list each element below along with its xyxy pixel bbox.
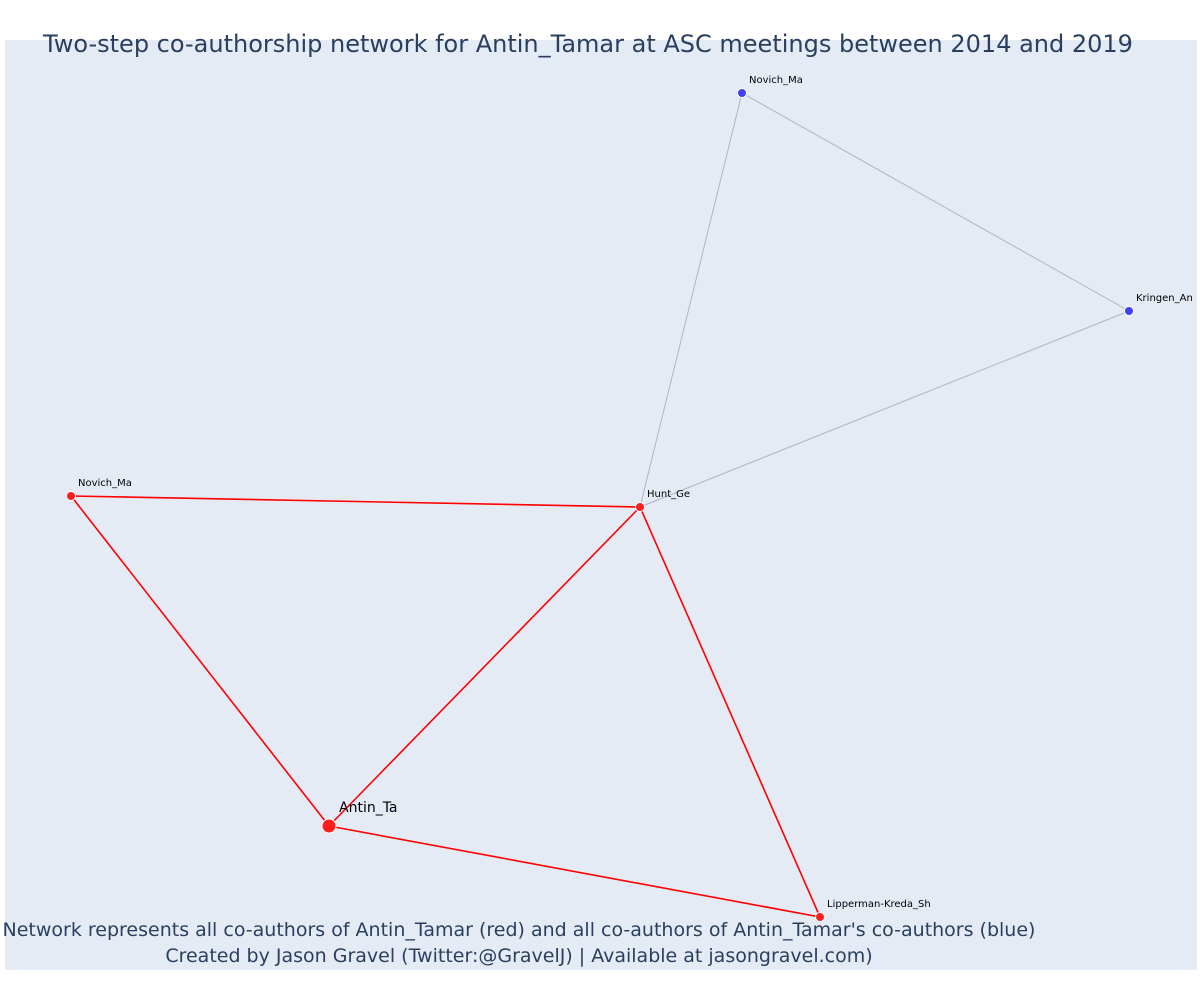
edge-novich_red-hunt xyxy=(70,495,641,508)
node-label-kringen: Kringen_An xyxy=(1136,293,1193,304)
edge-antin-lipperman xyxy=(328,825,821,918)
node-antin[interactable] xyxy=(321,818,337,834)
edge-kringen-hunt xyxy=(639,310,1130,508)
node-novich_red[interactable] xyxy=(66,491,76,501)
node-lipperman[interactable] xyxy=(815,912,825,922)
footer-description: Network represents all co-authors of Ant… xyxy=(2,919,1036,941)
edge-novich_blue-kringen xyxy=(741,92,1130,312)
node-label-hunt: Hunt_Ge xyxy=(647,489,690,500)
edge-novich_blue-hunt xyxy=(639,92,743,508)
node-label-novich_red: Novich_Ma xyxy=(78,478,132,489)
edges-layer xyxy=(70,92,1130,918)
node-label-antin: Antin_Ta xyxy=(339,800,398,816)
node-novich_blue[interactable] xyxy=(737,88,747,98)
edge-novich_red-antin xyxy=(70,495,330,827)
edge-antin-hunt xyxy=(328,506,641,827)
edge-hunt-lipperman xyxy=(639,506,821,918)
node-label-novich_blue: Novich_Ma xyxy=(749,75,803,86)
node-label-lipperman: Lipperman-Kreda_Sh xyxy=(827,899,931,910)
plot-area xyxy=(5,40,1197,970)
nodes-layer xyxy=(66,88,1134,922)
footer-credit: Created by Jason Gravel (Twitter:@Gravel… xyxy=(165,945,873,967)
node-kringen[interactable] xyxy=(1124,306,1134,316)
node-hunt[interactable] xyxy=(635,502,645,512)
chart-title: Two-step co-authorship network for Antin… xyxy=(43,30,1133,58)
labels-layer: Antin_Ta Novich_MaHunt_GeLipperman-Kreda_… xyxy=(78,75,1193,910)
